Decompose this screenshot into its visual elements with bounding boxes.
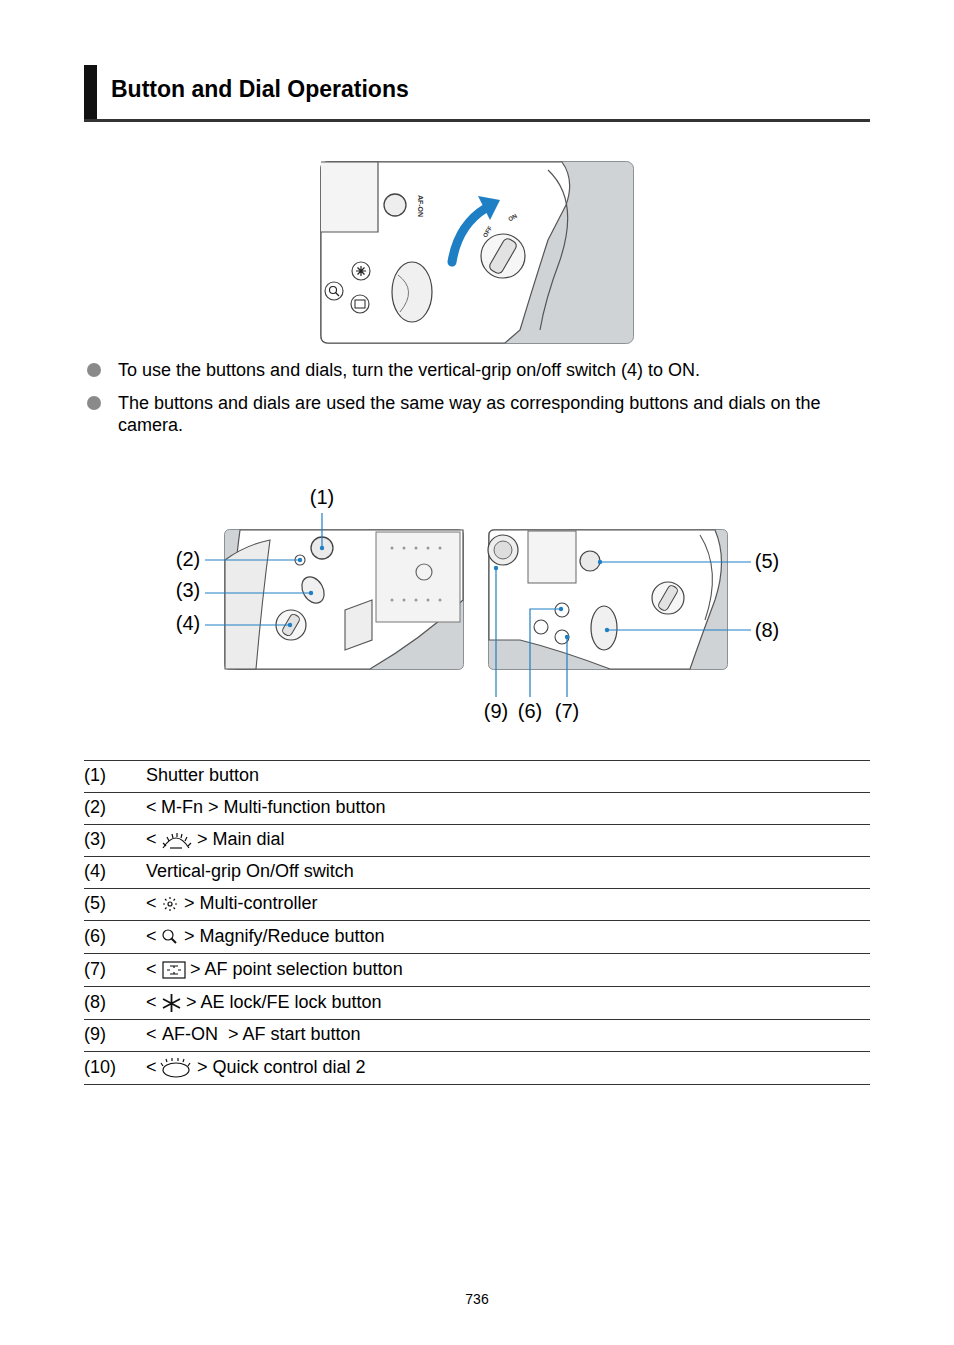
- table-text: > Multi-function button: [208, 797, 386, 819]
- bullet-text: The buttons and dials are used the same …: [118, 393, 870, 436]
- table-text: > AE lock/FE lock button: [186, 992, 382, 1014]
- callout-number: (1): [310, 485, 334, 509]
- table-number: (2): [84, 797, 106, 819]
- bullet-dot: [87, 363, 101, 377]
- table-number: (3): [84, 829, 106, 851]
- table-text: Vertical-grip On/Off switch: [146, 861, 354, 883]
- leader-lines: [205, 513, 751, 697]
- grip-illustration-left: [225, 530, 464, 670]
- callout-number: (5): [755, 549, 779, 573]
- table-text: > Quick control dial 2: [197, 1057, 366, 1079]
- table-number: (10): [84, 1057, 116, 1079]
- angle-bracket: <: [146, 959, 157, 981]
- callout-number: (4): [176, 611, 200, 635]
- leader-dots: [288, 546, 609, 639]
- callout-number: (9): [484, 699, 508, 723]
- callout-number: (7): [555, 699, 579, 723]
- angle-bracket: <: [146, 829, 157, 851]
- table-number: (4): [84, 861, 106, 883]
- bullet-text: To use the buttons and dials, turn the v…: [118, 360, 700, 382]
- table-text: > Multi-controller: [184, 893, 318, 915]
- photo-marking: AF-ON: [416, 195, 424, 217]
- table-text: > AF start button: [228, 1024, 361, 1046]
- button-symbol: M-Fn: [161, 797, 203, 819]
- table-rules: [84, 761, 870, 1085]
- header-bar: [84, 65, 97, 121]
- table-text: > Main dial: [197, 829, 285, 851]
- callout-number: (2): [176, 547, 200, 571]
- callout-number: (8): [755, 618, 779, 642]
- callout-number: (6): [518, 699, 542, 723]
- grip-illustration-top: [321, 162, 634, 344]
- af-point-icon: [163, 962, 185, 978]
- angle-bracket: <: [146, 797, 157, 819]
- table-text: > Magnify/Reduce button: [184, 926, 385, 948]
- callout-number: (3): [176, 578, 200, 602]
- section-title: Button and Dial Operations: [111, 76, 409, 103]
- bullet-dot: [87, 396, 101, 410]
- angle-bracket: <: [146, 992, 157, 1014]
- magnify-icon: [163, 930, 176, 943]
- button-symbol: AF-ON: [162, 1024, 218, 1046]
- multi-controller-icon: [163, 897, 177, 911]
- angle-bracket: <: [146, 1057, 157, 1079]
- table-number: (8): [84, 992, 106, 1014]
- table-number: (7): [84, 959, 106, 981]
- header-rule: [84, 119, 870, 122]
- angle-bracket: <: [146, 926, 157, 948]
- table-number: (5): [84, 893, 106, 915]
- angle-bracket: <: [146, 1024, 157, 1046]
- table-number: (6): [84, 926, 106, 948]
- table-number: (1): [84, 765, 106, 787]
- angle-bracket: <: [146, 893, 157, 915]
- ae-lock-icon: [163, 994, 180, 1012]
- grip-illustration-right: [488, 530, 728, 670]
- table-text: Shutter button: [146, 765, 259, 787]
- table-text: > AF point selection button: [190, 959, 403, 981]
- quick-control-dial-icon: [161, 1058, 190, 1077]
- main-dial-icon: [163, 833, 191, 848]
- page-number: 736: [465, 1291, 488, 1308]
- table-number: (9): [84, 1024, 106, 1046]
